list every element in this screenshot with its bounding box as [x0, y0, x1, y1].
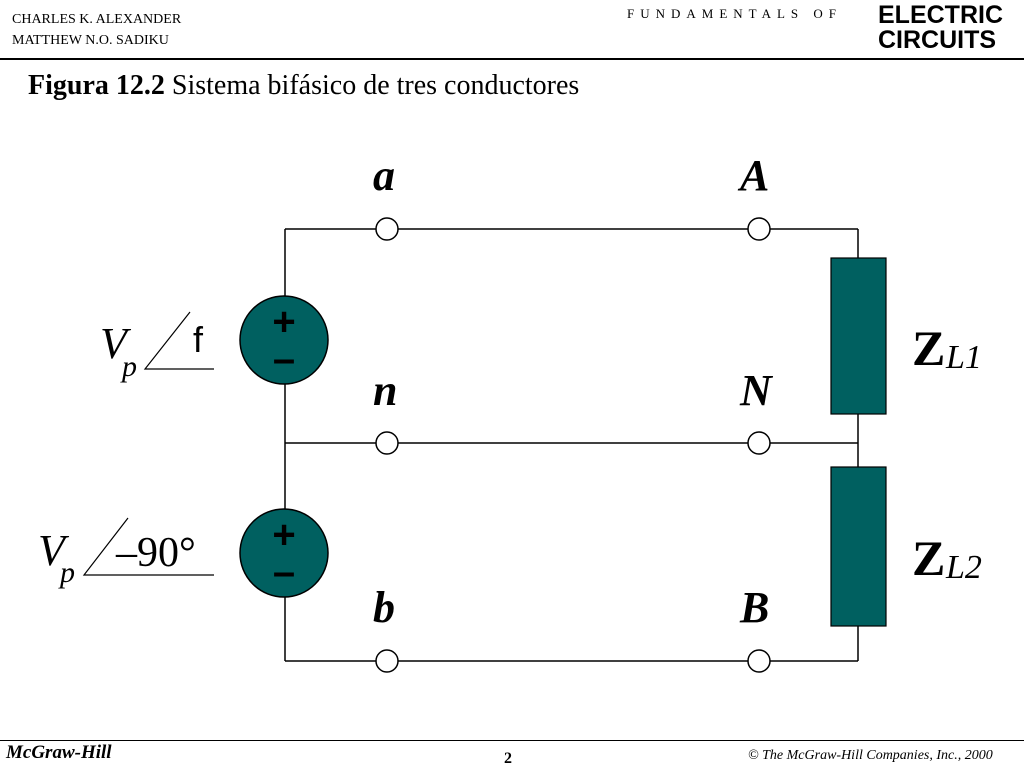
terminal-A	[747, 217, 771, 241]
source-2-body	[239, 508, 329, 598]
page-number: 2	[504, 750, 512, 767]
author-2: MATTHEW N.O. SADIKU	[12, 33, 169, 48]
label-a: a	[373, 151, 395, 200]
terminal-n	[375, 431, 399, 455]
label-n: n	[373, 366, 397, 415]
terminal-N	[747, 431, 771, 455]
source-2-angle: –90°	[115, 530, 196, 576]
voltage-source-1: + –	[239, 295, 329, 385]
angle-symbol-1	[143, 311, 214, 370]
load-impedance-2	[830, 466, 887, 627]
source-1-symbol: V	[100, 319, 132, 368]
source-2-minus-sign: –	[273, 550, 295, 594]
series-title: FUNDAMENTALS OF	[627, 6, 842, 21]
terminals	[375, 217, 771, 673]
load-impedance-1	[830, 257, 887, 415]
brand-line-2: CIRCUITS	[878, 26, 997, 54]
header-divider	[0, 58, 1024, 60]
source-1-body	[239, 295, 329, 385]
author-names: CHARLES K. ALEXANDER MATTHEW N.O. SADIKU	[12, 9, 181, 51]
label-b: b	[373, 583, 395, 632]
source-1-label: V p f	[100, 311, 214, 383]
load-2-symbol: Z	[912, 530, 945, 586]
figure-number: Figura 12.2	[28, 70, 165, 101]
terminal-b	[375, 649, 399, 673]
load-2-subscript: L2	[945, 549, 982, 586]
author-1: CHARLES K. ALEXANDER	[12, 12, 182, 27]
figure-caption: Sistema bifásico de tres conductores	[164, 70, 580, 101]
load-1-symbol: Z	[912, 320, 945, 376]
source-1-minus-sign: –	[273, 337, 295, 381]
publisher-name: McGraw-Hill	[6, 742, 112, 763]
footer-divider	[0, 740, 1024, 741]
source-1-angle: f	[193, 319, 204, 360]
brand-logo: ELECTRIC CIRCUITS	[878, 3, 1003, 53]
slide-title: Figura 12.2 Sistema bifásico de tres con…	[28, 70, 579, 102]
label-N: N	[739, 366, 774, 415]
voltage-source-2: + –	[239, 508, 329, 598]
terminal-B	[747, 649, 771, 673]
angle-symbol-2	[82, 517, 214, 576]
wires	[284, 228, 859, 662]
copyright-notice: © The McGraw-Hill Companies, Inc., 2000	[748, 748, 993, 763]
source-2-label: V p –90°	[38, 517, 214, 589]
label-A: A	[737, 151, 769, 200]
label-B: B	[739, 583, 769, 632]
source-2-plus-sign: +	[272, 513, 295, 557]
brand-line-1: ELECTRIC	[878, 1, 1003, 29]
load-1-subscript: L1	[945, 339, 982, 376]
source-1-plus-sign: +	[272, 300, 295, 344]
source-2-symbol: V	[38, 526, 70, 575]
source-2-subscript: p	[58, 556, 75, 589]
source-1-subscript: p	[120, 350, 137, 383]
terminal-a	[375, 217, 399, 241]
